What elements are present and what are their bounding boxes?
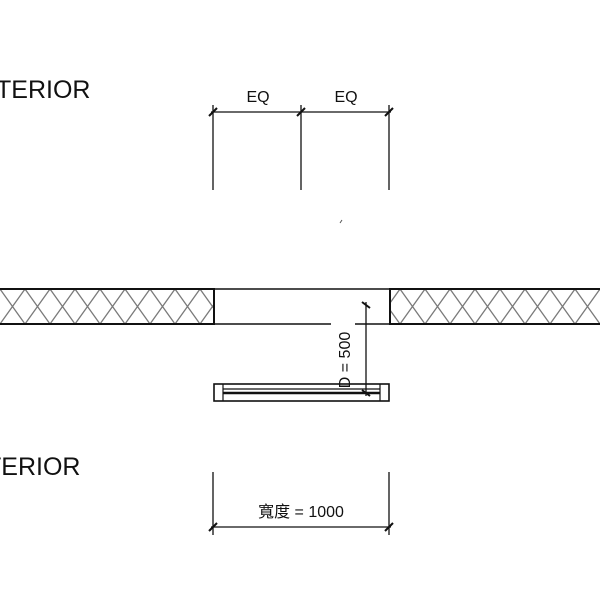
depth-label: D = 500 <box>337 332 354 389</box>
wall-left <box>0 288 215 325</box>
eq-dimension <box>208 105 394 190</box>
stray-mark <box>339 219 343 224</box>
eq-left-label: EQ <box>246 89 269 106</box>
bottom-side-label: TERIOR <box>0 453 80 481</box>
depth-dimension <box>361 301 371 397</box>
width-label: 寬度 = 1000 <box>258 503 344 521</box>
width-dimension <box>208 472 394 535</box>
wall-right <box>389 288 600 325</box>
window-unit <box>213 383 390 402</box>
wall-opening <box>214 288 390 325</box>
eq-right-label: EQ <box>334 89 357 106</box>
top-side-label: TERIOR <box>0 76 90 104</box>
